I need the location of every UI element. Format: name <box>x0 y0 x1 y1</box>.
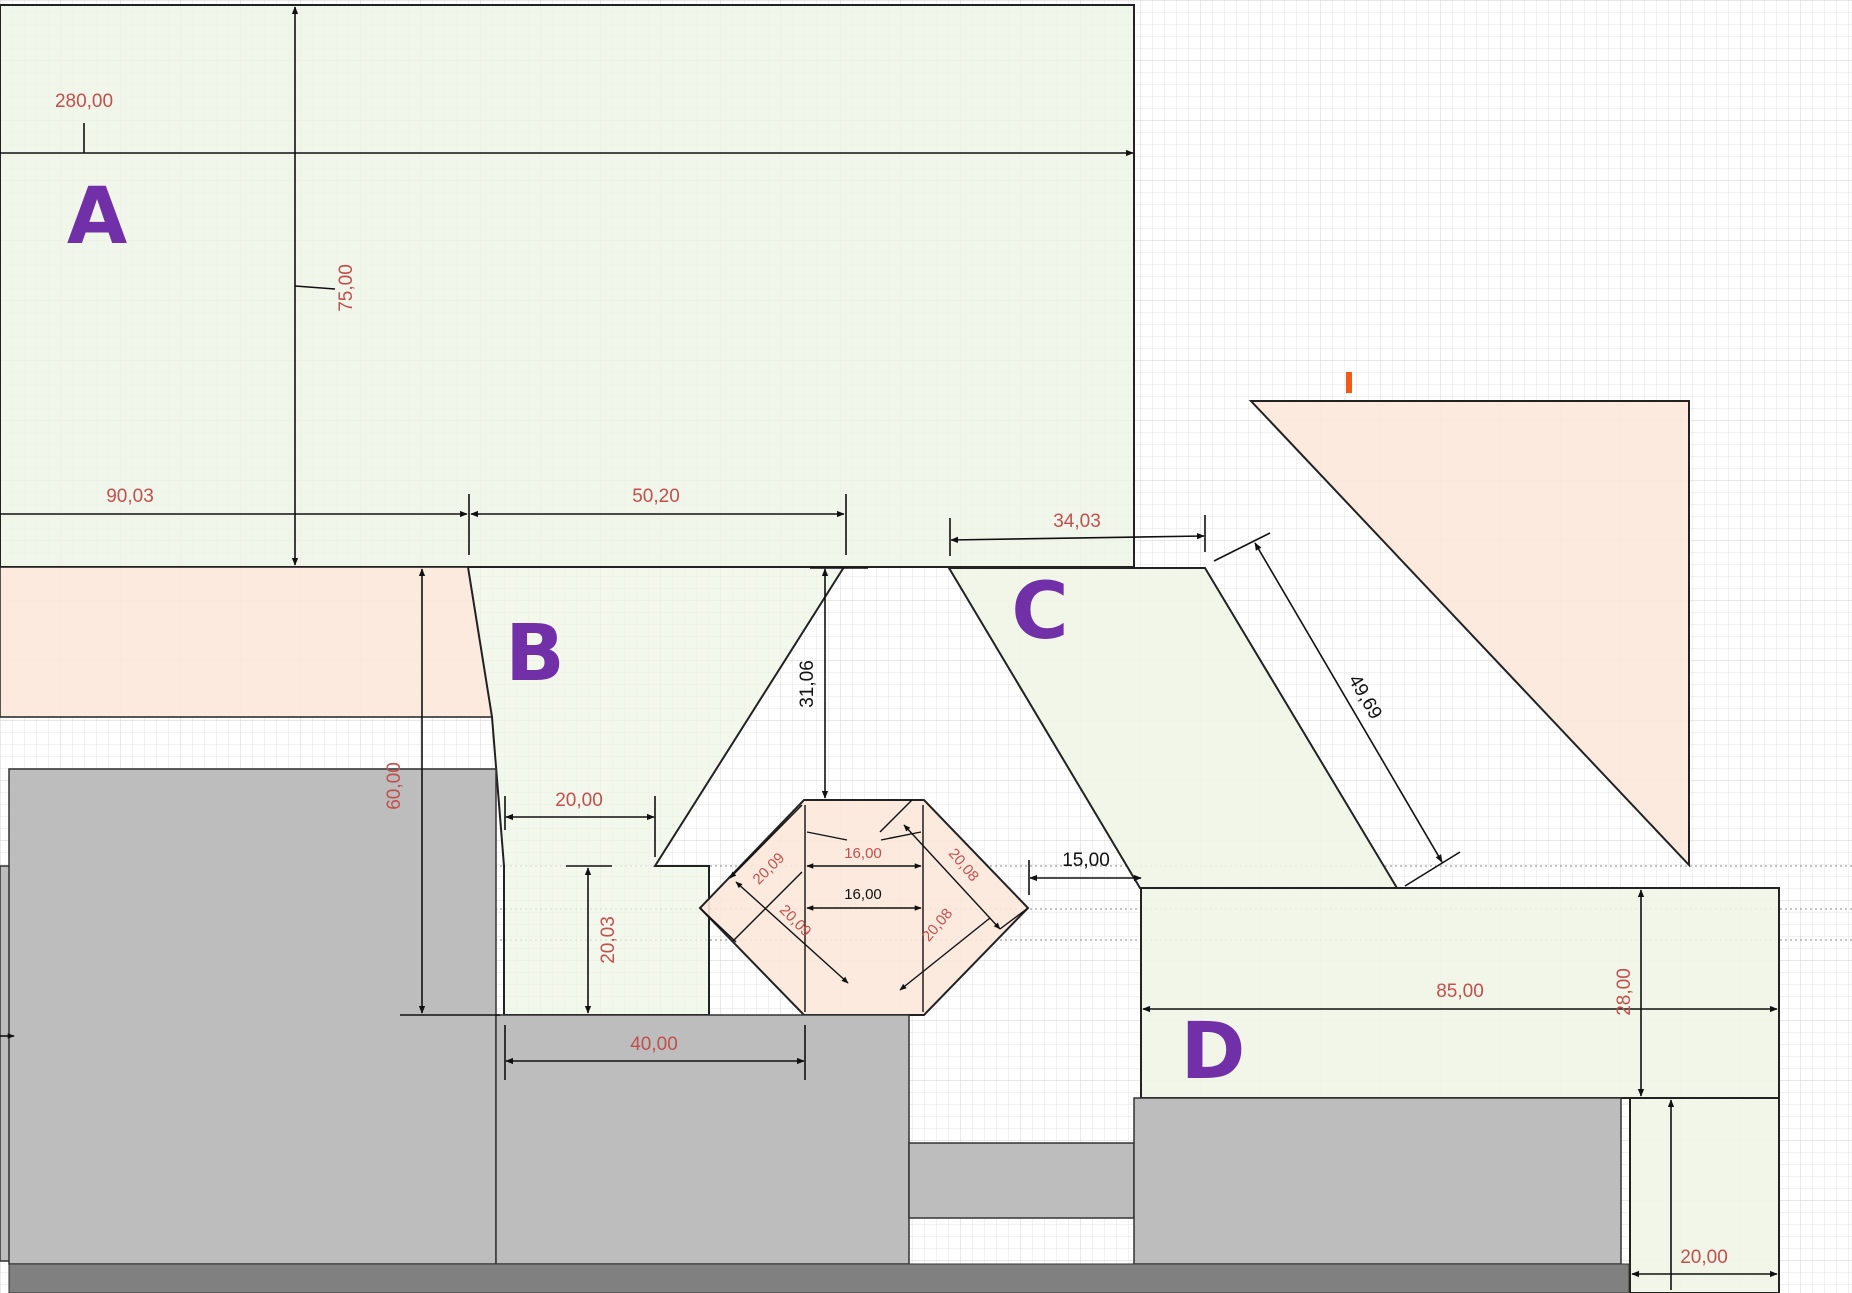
label-d: D <box>1181 1007 1246 1097</box>
dim-20-03: 20,03 <box>598 916 619 964</box>
dim-50-20: 50,20 <box>632 486 680 507</box>
shape-d-rect[interactable] <box>1140 887 1780 1099</box>
dim-20-00-bottom: 20,00 <box>1680 1247 1728 1268</box>
dim-75-00: 75,00 <box>336 264 357 312</box>
dim-31-06: 31,06 <box>797 660 818 708</box>
dim-85-00: 85,00 <box>1436 981 1484 1002</box>
dim-280: 280,00 <box>55 91 113 112</box>
dimension-lines <box>0 6 1778 1290</box>
dark-gray-base[interactable] <box>8 1263 1630 1293</box>
shape-labels: A B C D <box>67 172 1246 1097</box>
dim-34-03: 34,03 <box>1053 511 1101 532</box>
right-bottom-strip[interactable] <box>1629 1097 1780 1293</box>
hexagon-dimensions <box>699 799 1029 1012</box>
pink-strip[interactable] <box>0 566 493 718</box>
dim-90-03: 90,03 <box>106 486 154 507</box>
dim-60-00: 60,00 <box>384 762 405 810</box>
gray-block-left[interactable] <box>8 768 497 1265</box>
pink-triangle[interactable] <box>1248 400 1690 868</box>
gray-block-middle[interactable] <box>495 1014 910 1265</box>
shape-a-rect[interactable] <box>0 4 1135 568</box>
dim-16-00-b: 16,00 <box>844 886 882 903</box>
dim-15-00: 15,00 <box>1062 850 1110 871</box>
label-c: C <box>1011 567 1068 657</box>
gray-connector[interactable] <box>908 1142 1135 1219</box>
dim-20-00-top: 20,00 <box>555 790 603 811</box>
label-a: A <box>67 172 127 262</box>
dim-40-00: 40,00 <box>630 1034 678 1055</box>
dim-28-00: 28,00 <box>1614 968 1635 1016</box>
dim-16-00-a: 16,00 <box>844 845 882 862</box>
label-b: B <box>505 609 564 699</box>
orange-marker <box>1346 372 1352 393</box>
gray-block-right[interactable] <box>1133 1097 1622 1265</box>
